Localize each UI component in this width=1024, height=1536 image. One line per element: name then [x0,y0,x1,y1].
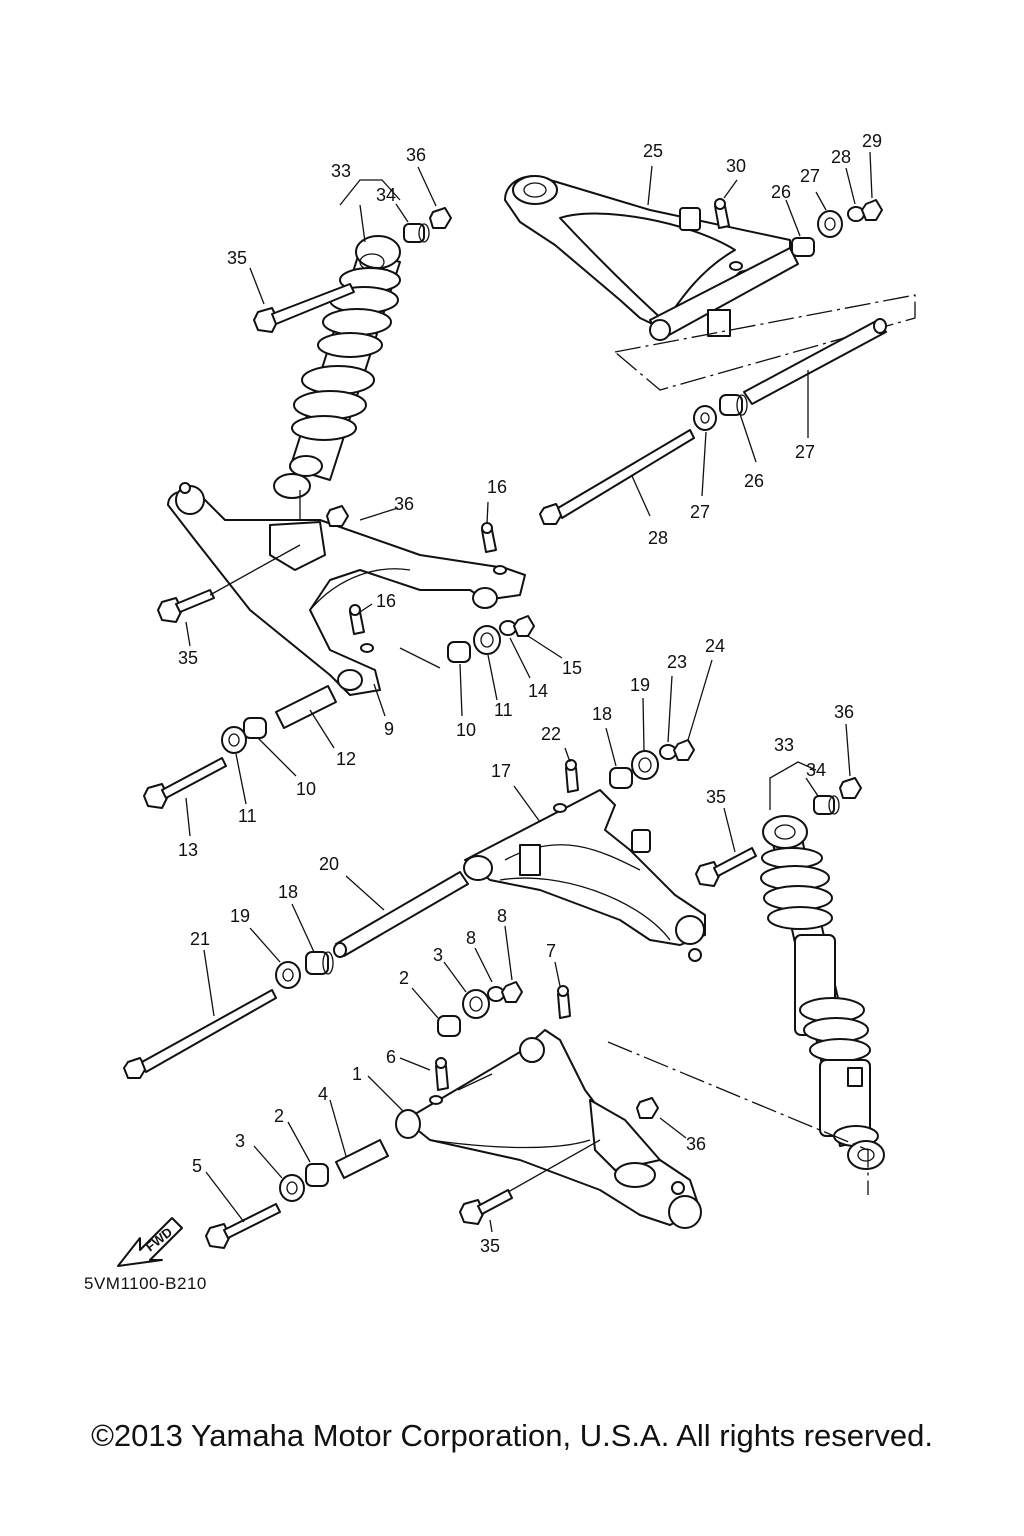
callout-35: 35 [227,248,247,268]
nut-36-right [839,777,862,799]
callout-2b: 2 [274,1106,284,1126]
callout-32: 30 [726,156,746,176]
callout-13: 13 [178,840,198,860]
callout-25: 25 [643,141,663,161]
callout-30: 28 [831,147,851,167]
drawing-code: 5VM1100-B210 [84,1274,207,1293]
grease-nipple-32 [714,198,730,229]
callout-35c: 35 [706,787,726,807]
washer-19-left [275,961,301,989]
callout-29: 28 [648,528,668,548]
shock-bushing-34-upper [403,223,430,243]
callout-33b: 33 [774,735,794,755]
mid-hardware-right [399,615,535,669]
callout-27b: 27 [690,502,710,522]
nut-36-lower [636,1097,659,1119]
grease-nipple-24 [553,759,579,813]
nut-36-mid [326,505,349,527]
mid-right-hardware [609,739,695,789]
bolt-21 [123,989,277,1079]
grease-nipple-16-lower [349,604,365,635]
callout-23: 24 [705,636,725,656]
copyright-notice: ©2013 Yamaha Motor Corporation, U.S.A. A… [91,1418,933,1453]
bolt-35-upper [253,283,355,333]
callout-36c: 36 [834,702,854,722]
right-shock-absorber [760,815,885,1170]
callout-12: 12 [336,749,356,769]
bolt-35-right [695,847,757,887]
middle-right-a-arm [463,789,706,962]
bolt-35-mid [157,544,301,623]
callout-24: 22 [541,724,561,744]
callout-26: 26 [771,182,791,202]
callout-20: 20 [319,854,339,874]
grease-nipple-8-left [435,1057,493,1091]
collar-28 [743,318,887,405]
mid-hardware-left [143,685,337,809]
callout-36b: 36 [394,494,414,514]
callout-labels: 33 36 34 35 25 30 26 27 28 29 27 26 27 2… [178,131,882,1256]
bolt-35-lower [459,1139,601,1225]
upper-right-dashed-box [613,294,916,391]
callout-1: 1 [352,1064,362,1084]
callout-8b: 6 [386,1047,396,1067]
callout-31: 29 [862,131,882,151]
callout-19a: 19 [630,675,650,695]
callout-11a: 11 [494,700,513,720]
callout-18a: 18 [592,704,612,724]
callout-8a: 7 [546,941,556,961]
callout-21: 21 [190,929,210,949]
grease-nipple-16-upper [481,522,497,553]
callout-18b: 18 [278,882,298,902]
callout-3a: 3 [433,945,443,965]
lower-dashed-guide [607,1041,869,1195]
callout-7: 8 [497,906,507,926]
callout-36: 36 [406,145,426,165]
callout-15: 15 [562,658,582,678]
bolt-29 [539,429,695,525]
callout-27: 27 [800,166,820,186]
leader-lines [185,151,873,1233]
bushing-18-left [305,951,334,975]
callout-11b: 11 [238,806,257,826]
callout-10b: 10 [296,779,316,799]
callout-33: 33 [331,161,351,181]
callout-3b: 3 [235,1131,245,1151]
callout-9: 9 [384,719,394,739]
callout-35d: 35 [480,1236,500,1256]
callout-19b: 19 [230,906,250,926]
callout-35b: 35 [178,648,198,668]
callout-28: 27 [795,442,815,462]
callout-17: 17 [491,761,511,781]
shock-bushing-34-right [813,795,840,815]
callout-14: 14 [528,681,548,701]
bushing-26-lower [719,394,748,416]
collar-20 [333,871,469,958]
callout-22: 23 [667,652,687,672]
callout-4: 4 [318,1084,328,1104]
upper-right-a-arm [504,175,799,341]
callout-16b: 16 [376,591,396,611]
upper-right-hardware [791,199,883,257]
callout-36d: 36 [686,1134,706,1154]
callout-34: 34 [376,185,396,205]
lower-right-hardware [437,981,523,1037]
callout-26b: 26 [744,471,764,491]
grease-nipple-8-right [557,985,571,1019]
callout-34b: 34 [806,760,826,780]
callout-6: 8 [466,928,476,948]
callout-5: 5 [192,1156,202,1176]
nut-36-upper [429,207,452,229]
callout-10a: 10 [456,720,476,740]
callout-2a: 2 [399,968,409,988]
lower-left-hardware [205,1139,389,1249]
callout-16a: 16 [487,477,507,497]
washer-27-lower [693,405,717,431]
upper-left-shock-absorber [273,235,401,540]
fwd-arrow-icon [117,1217,183,1267]
